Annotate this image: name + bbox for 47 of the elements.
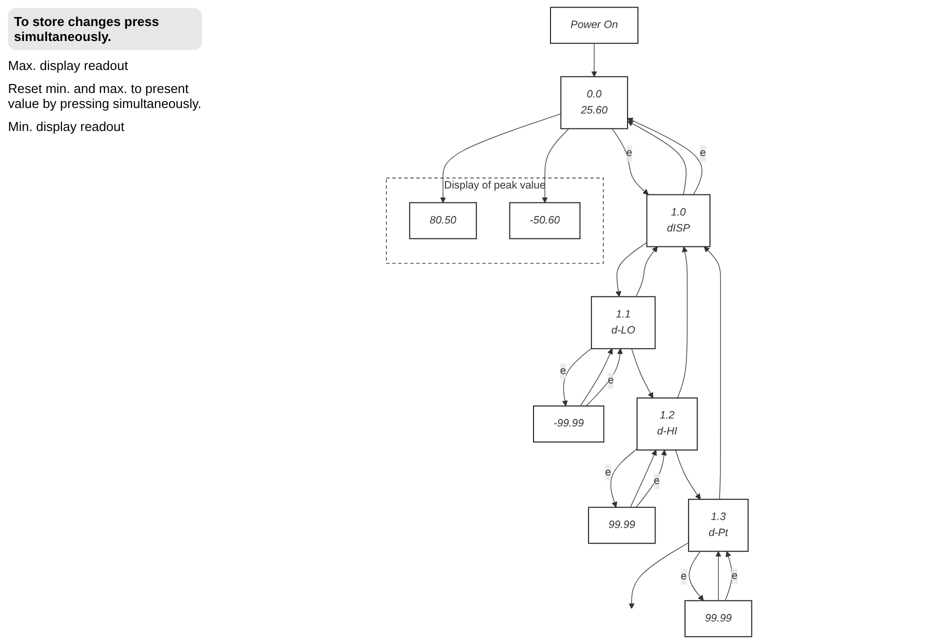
edge-label: e xyxy=(654,475,660,487)
node-box xyxy=(410,202,478,240)
arrow xyxy=(629,542,690,609)
node-box xyxy=(688,498,750,552)
arrow xyxy=(616,242,648,297)
flowchart: Display of peak value e e e e e e e e Power On 80.50 -50.60 0.0 25.60 1.0 dISP 1.1 d-LO -99.99 1.2 d-HI 99.99 1.3 d-Pt 99.99 xyxy=(210,0,929,644)
arrow xyxy=(678,246,688,398)
arrow xyxy=(610,448,638,508)
arrow xyxy=(636,450,668,508)
arrow xyxy=(612,128,650,195)
edge-label: e xyxy=(626,147,633,159)
node-box xyxy=(560,76,629,130)
node-box xyxy=(646,194,711,248)
arrow xyxy=(592,43,598,77)
annotation-text: Reset min. and max. to present value by pressing simultaneously. xyxy=(8,81,202,111)
edge-label: e xyxy=(732,570,738,582)
edge-label: e xyxy=(700,147,706,159)
cluster xyxy=(386,178,604,264)
arrow xyxy=(716,551,722,601)
arrow xyxy=(636,246,658,297)
arrow xyxy=(628,118,703,195)
edge-label: e xyxy=(681,570,688,582)
annotation-text: Max. display readout xyxy=(8,58,129,73)
edge-label: e xyxy=(608,374,614,386)
node-box xyxy=(534,406,605,442)
arrow xyxy=(562,348,592,406)
edge-label: e xyxy=(560,365,567,377)
arrow xyxy=(704,246,722,500)
node-box xyxy=(637,398,698,450)
arrow xyxy=(725,551,733,601)
arrow xyxy=(542,128,570,203)
annotation-text: Min. display readout xyxy=(8,119,126,134)
node-box xyxy=(588,506,656,544)
note-text: To store changes press simultaneously. xyxy=(8,8,202,50)
node-box xyxy=(591,296,656,350)
node-box xyxy=(510,202,581,240)
edge-label: e xyxy=(606,466,612,478)
arrow xyxy=(630,450,658,508)
arrow xyxy=(580,348,614,406)
arrow xyxy=(632,348,654,398)
arrow xyxy=(586,348,624,406)
node-box xyxy=(684,600,753,638)
node-box xyxy=(550,6,639,44)
arrow xyxy=(628,120,688,195)
arrow xyxy=(676,450,702,500)
arrow xyxy=(689,551,704,601)
arrow xyxy=(440,114,562,203)
